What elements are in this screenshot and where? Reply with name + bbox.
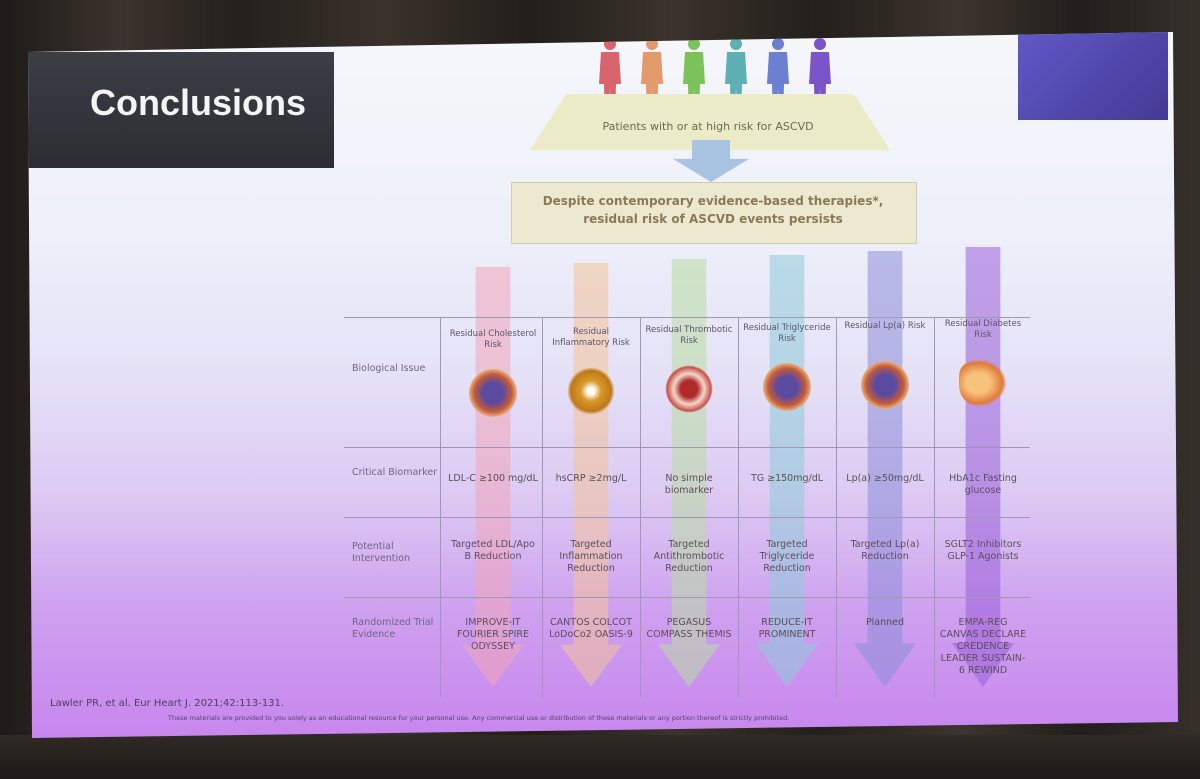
table-column-divider	[738, 317, 739, 697]
biomarker-cell: No simple biomarker	[664, 473, 714, 496]
intervention-cell: SGLT2 Inhibitors GLP-1 Agonists	[944, 539, 1022, 562]
biomarker-cell: LDL-C ≥100 mg/dL	[448, 473, 538, 484]
trials-cell: REDUCE-IT PROMINENT	[758, 617, 816, 640]
risk-illustration	[567, 367, 615, 415]
residual-risk-text: Despite contemporary evidence-based ther…	[511, 192, 915, 228]
table-rule-1	[344, 447, 1030, 448]
column-header: Residual Lp(a) Risk	[844, 321, 926, 331]
patient-figure-icon	[725, 38, 747, 120]
table-rule-3	[344, 597, 1030, 598]
table-rule-2	[344, 517, 1030, 518]
stage-floor	[0, 735, 1200, 779]
biomarker-cell: HbA1c Fasting glucose	[949, 473, 1017, 496]
table-column-divider	[934, 317, 935, 697]
residual-risk-line-1: Despite contemporary evidence-based ther…	[542, 194, 884, 208]
risk-illustration	[469, 369, 517, 417]
column-header: Residual Triglyceride Risk	[743, 323, 831, 344]
column-header: Residual Cholesterol Risk	[449, 329, 537, 350]
biomarker-cell: hsCRP ≥2mg/L	[555, 473, 627, 484]
projection-screen: Conclusions Patients with or at high ris…	[28, 32, 1178, 738]
column-header: Residual Inflammatory Risk	[552, 327, 630, 348]
patient-figure-icon	[809, 38, 831, 120]
patient-figure-icon	[683, 38, 705, 120]
trials-cell: IMPROVE-IT FOURIER SPIRE ODYSSEY	[456, 617, 530, 652]
intervention-cell: Targeted Triglyceride Reduction	[759, 539, 815, 574]
intervention-cell: Targeted Antithrombotic Reduction	[653, 539, 725, 574]
citation: Lawler PR, et al. Eur Heart J. 2021;42:1…	[50, 698, 285, 709]
intervention-cell: Targeted Lp(a) Reduction	[850, 539, 920, 562]
risk-illustration	[959, 359, 1007, 407]
corner-accent	[1018, 32, 1168, 120]
table-label-divider	[440, 317, 441, 697]
trials-cell: CANTOS COLCOT LoDoCo2 OASIS-9	[549, 617, 633, 640]
residual-risk-box	[511, 182, 917, 244]
title-bar	[28, 52, 334, 168]
row-label-intervention: Potential Intervention	[352, 541, 410, 564]
trials-cell: PEGASUS COMPASS THEMIS	[646, 617, 732, 640]
table-column-divider	[836, 317, 837, 697]
risk-illustration	[665, 365, 713, 413]
disclaimer: These materials are provided to you sole…	[168, 714, 790, 722]
trials-cell: Planned	[865, 617, 905, 628]
patient-figure-icon	[767, 38, 789, 120]
slide-title: Conclusions	[90, 82, 307, 123]
table-column-divider	[542, 317, 543, 697]
patient-figures	[599, 38, 831, 120]
residual-risk-line-2: residual risk of ASCVD events persists	[583, 212, 843, 226]
table-top-rule	[344, 317, 1030, 318]
row-label-biological: Biological Issue	[352, 363, 426, 374]
biomarker-cell: Lp(a) ≥50mg/dL	[846, 473, 924, 484]
row-label-biomarker: Critical Biomarker	[352, 467, 438, 478]
risk-illustration	[763, 363, 811, 411]
column-header: Residual Thrombotic Risk	[645, 325, 733, 346]
risk-illustration	[861, 361, 909, 409]
trials-cell: EMPA-REG CANVAS DECLARE CREDENCE LEADER …	[939, 617, 1027, 676]
row-label-trials: Randomized Trial Evidence	[352, 617, 434, 640]
intervention-cell: Targeted Inflammation Reduction	[559, 539, 623, 574]
table-column-divider	[640, 317, 641, 697]
intervention-cell: Targeted LDL/Apo B Reduction	[451, 539, 535, 562]
patients-label: Patients with or at high risk for ASCVD	[602, 120, 814, 133]
column-header: Residual Diabetes Risk	[944, 319, 1022, 340]
risk-table: Biological Issue Critical Biomarker Pote…	[344, 247, 1030, 697]
biomarker-cell: TG ≥150mg/dL	[750, 473, 824, 484]
